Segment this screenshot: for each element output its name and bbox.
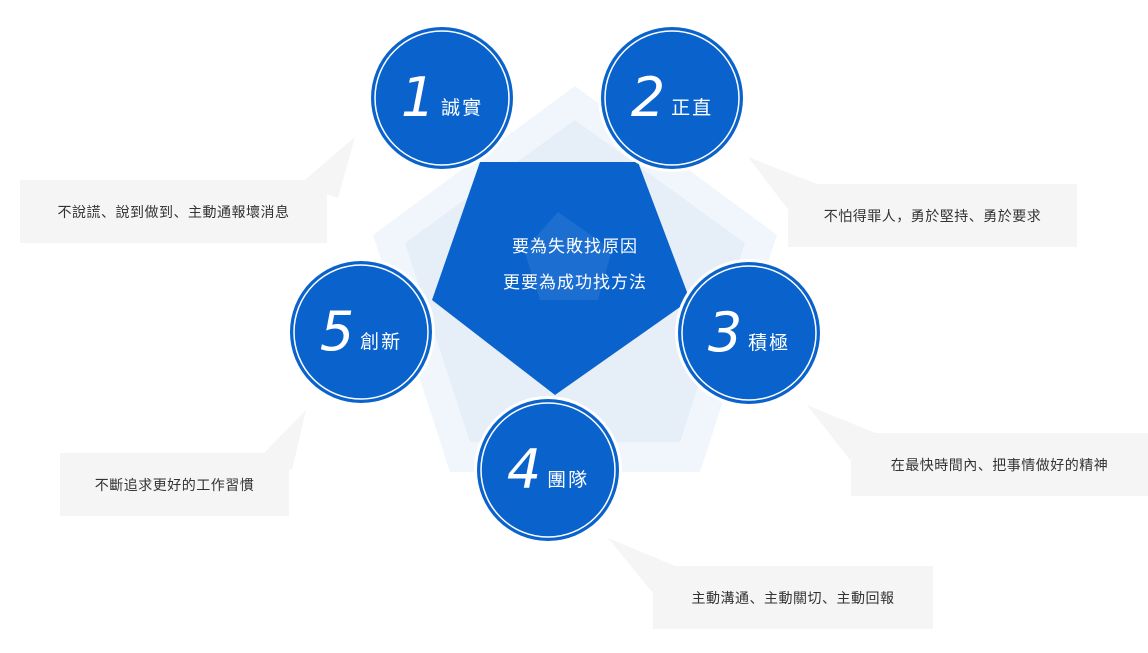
value-label-3: 積極 bbox=[748, 331, 791, 354]
value-desc-2: 不怕得罪人，勇於堅持、勇於要求 bbox=[823, 208, 1042, 225]
circle-group bbox=[287, 24, 823, 544]
value-number-4: 4 bbox=[506, 438, 542, 501]
value-node-1: 1 誠實 bbox=[372, 28, 512, 168]
value-label-5: 創新 bbox=[360, 330, 403, 353]
value-desc-5: 不斷追求更好的工作習慣 bbox=[94, 477, 255, 494]
value-number-2: 2 bbox=[630, 66, 666, 129]
value-label-2: 正直 bbox=[671, 96, 714, 119]
value-node-5: 5 創新 bbox=[291, 262, 431, 402]
value-node-3: 3 積極 bbox=[679, 263, 819, 403]
value-node-4: 4 團隊 bbox=[478, 400, 618, 540]
value-desc-4: 主動溝通、主動關切、主動回報 bbox=[691, 590, 895, 607]
pentagon-inner bbox=[524, 212, 612, 300]
callout-box-2 bbox=[788, 184, 1077, 247]
callout-box-4 bbox=[653, 566, 933, 629]
callout-box-1 bbox=[20, 180, 327, 243]
value-number-1: 1 bbox=[400, 66, 436, 129]
value-desc-3: 在最快時間內、把事情做好的精神 bbox=[890, 457, 1109, 474]
center-text-line1: 要為失敗找原因 bbox=[512, 237, 638, 257]
value-number-3: 3 bbox=[707, 301, 743, 364]
callout-box-3 bbox=[851, 433, 1148, 496]
value-desc-1: 不說謊、說到做到、主動通報壞消息 bbox=[57, 204, 290, 221]
value-label-4: 團隊 bbox=[547, 468, 590, 491]
value-number-5: 5 bbox=[319, 300, 355, 363]
callout-box-5 bbox=[60, 453, 289, 516]
center-text-line2: 更要為成功找方法 bbox=[503, 273, 647, 293]
value-label-1: 誠實 bbox=[441, 96, 484, 119]
value-node-2: 2 正直 bbox=[602, 28, 742, 168]
